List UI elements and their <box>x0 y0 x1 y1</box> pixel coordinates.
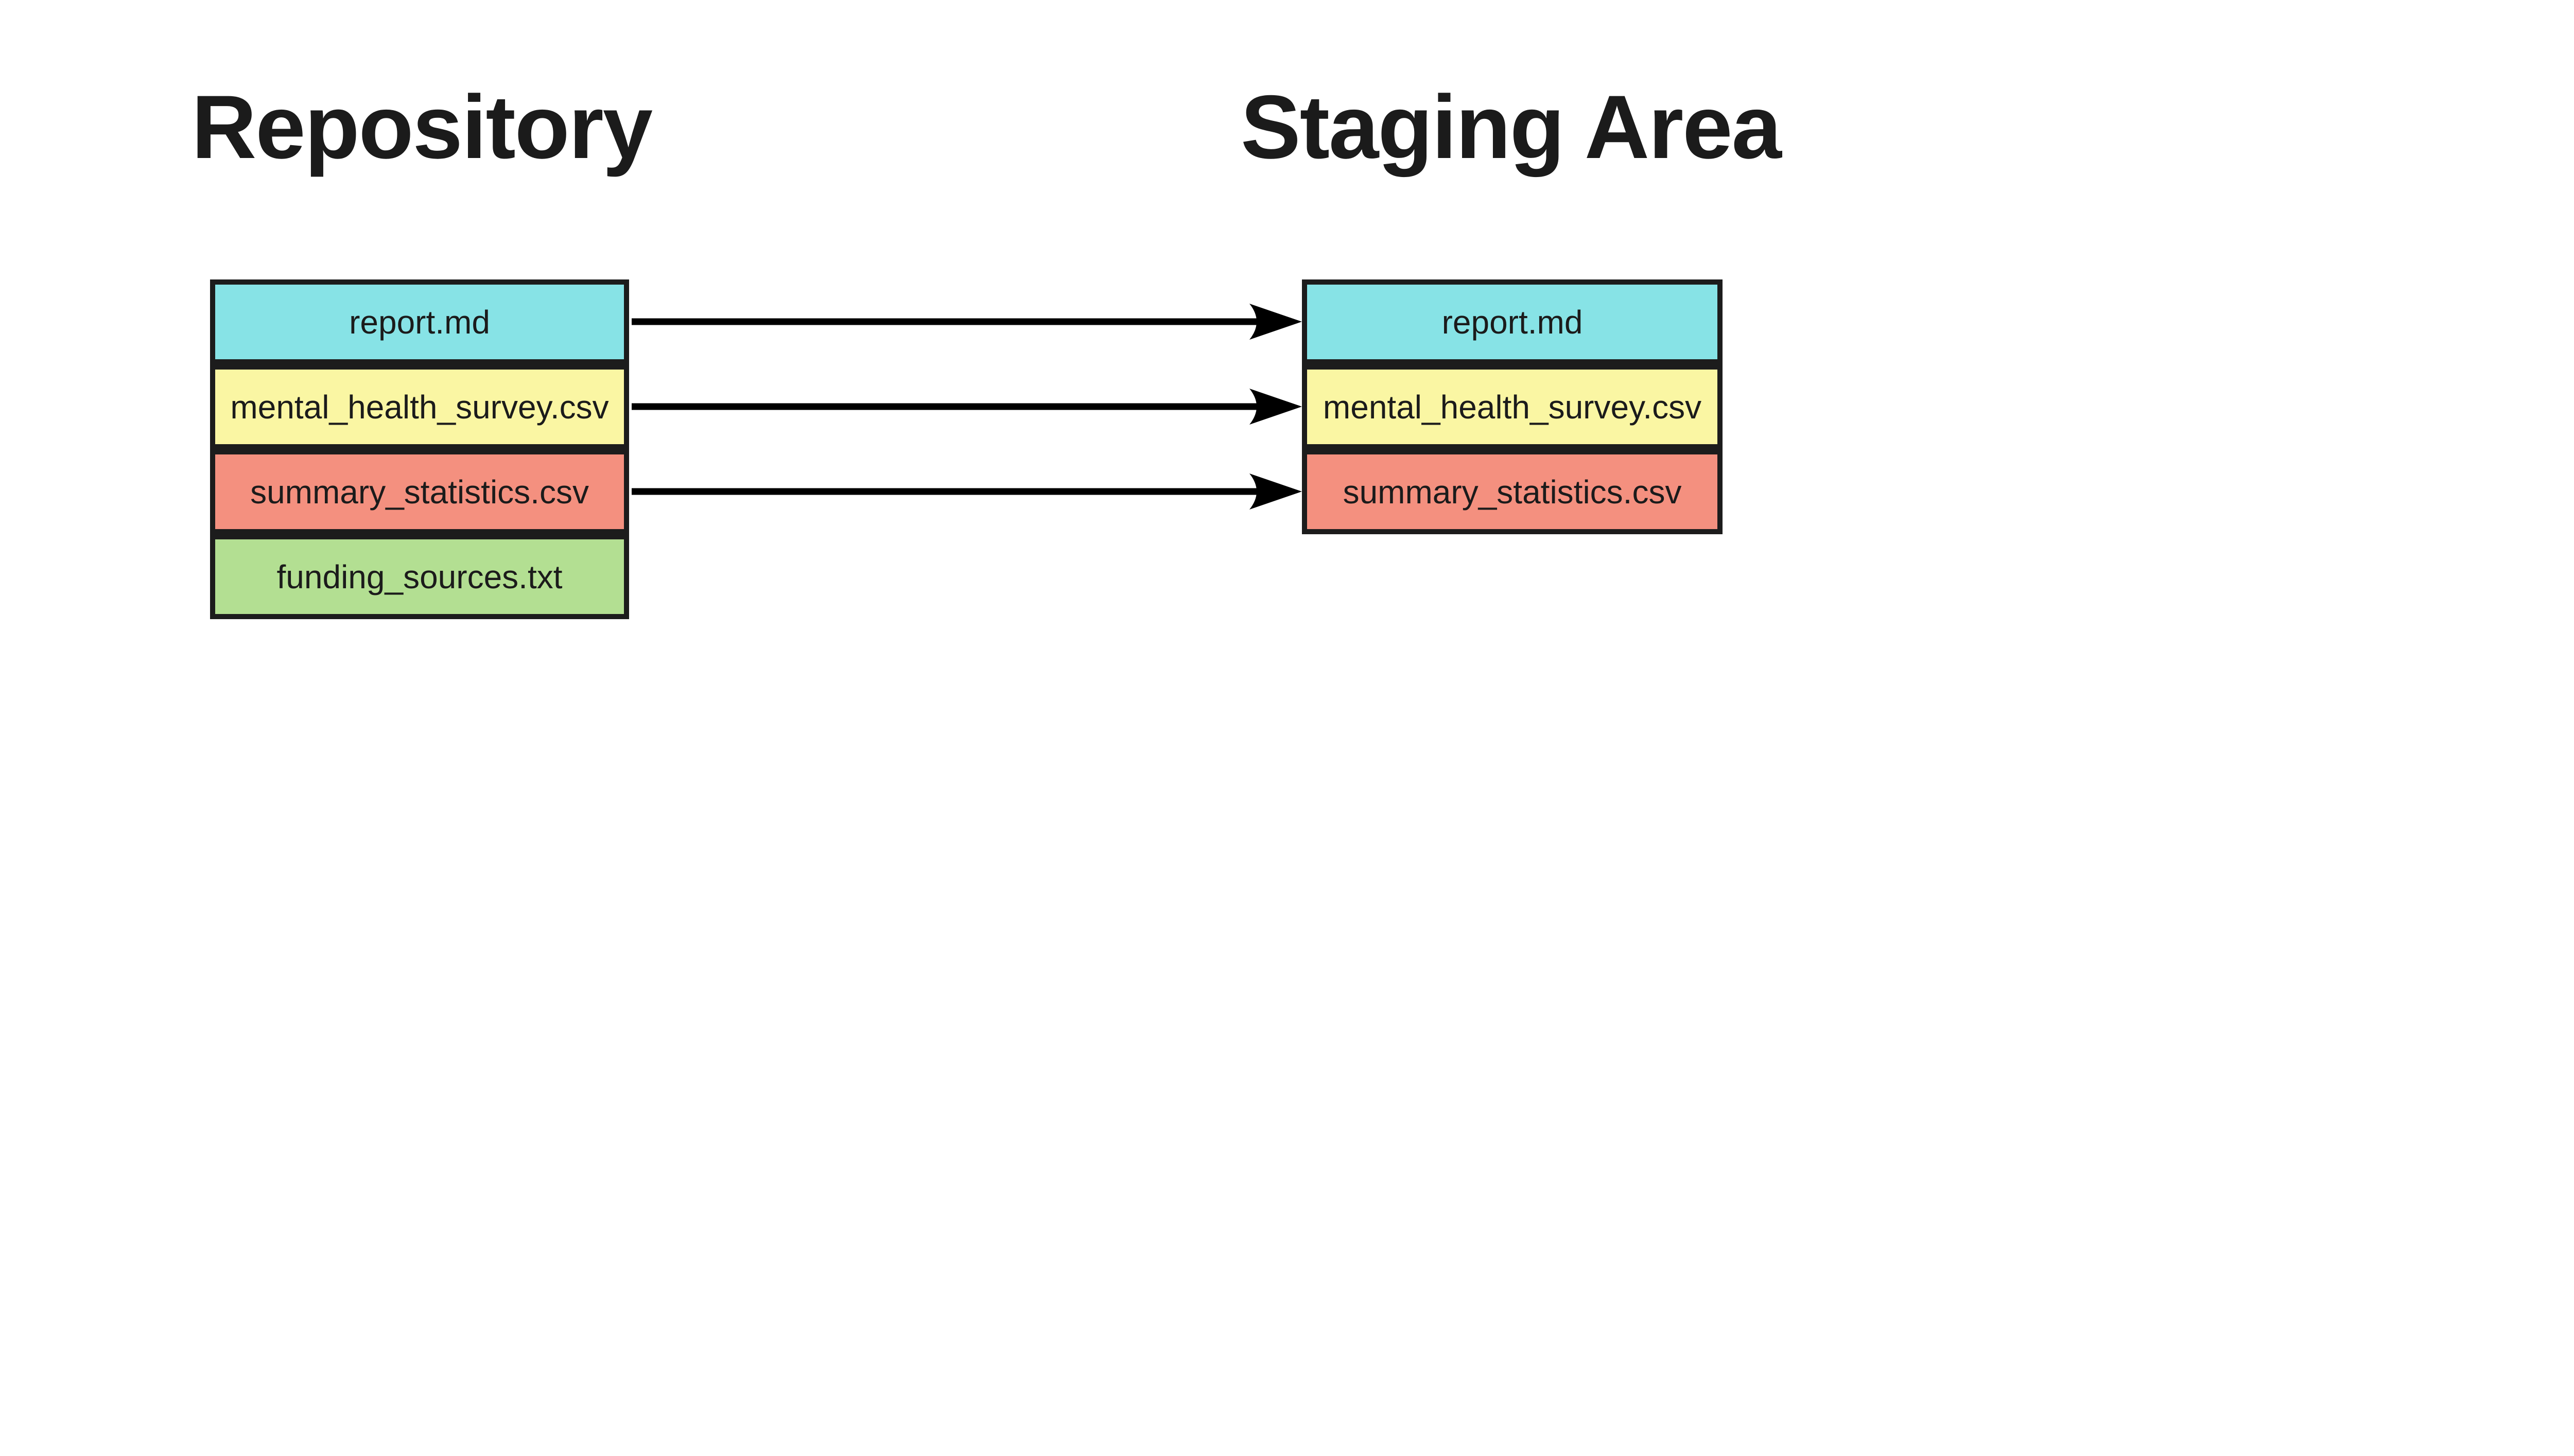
file-name-label: report.md <box>1441 303 1583 341</box>
file-name-label: report.md <box>349 303 490 341</box>
repository-file-stack: report.md mental_health_survey.csv summa… <box>210 279 629 619</box>
repository-column-title: Repository <box>192 77 653 178</box>
repository-file-report-md: report.md <box>210 279 629 364</box>
arrow-summary-statistics-csv-to-staging <box>632 473 1302 510</box>
arrow-mental-health-survey-csv-to-staging <box>632 389 1302 425</box>
staging-file-stack: report.md mental_health_survey.csv summa… <box>1302 279 1723 534</box>
repository-file-funding-sources-txt: funding_sources.txt <box>210 534 629 619</box>
staging-file-report-md: report.md <box>1302 279 1723 364</box>
file-name-label: summary_statistics.csv <box>250 473 589 511</box>
staging-file-mental-health-survey-csv: mental_health_survey.csv <box>1302 364 1723 449</box>
repository-file-summary-statistics-csv: summary_statistics.csv <box>210 449 629 534</box>
arrow-report-md-to-staging <box>632 304 1302 340</box>
file-name-label: mental_health_survey.csv <box>1323 388 1702 426</box>
file-name-label: mental_health_survey.csv <box>230 388 609 426</box>
staging-area-column-title: Staging Area <box>1241 77 1782 178</box>
repository-file-mental-health-survey-csv: mental_health_survey.csv <box>210 364 629 449</box>
file-name-label: funding_sources.txt <box>276 558 563 595</box>
staging-file-summary-statistics-csv: summary_statistics.csv <box>1302 449 1723 534</box>
file-name-label: summary_statistics.csv <box>1343 473 1682 511</box>
